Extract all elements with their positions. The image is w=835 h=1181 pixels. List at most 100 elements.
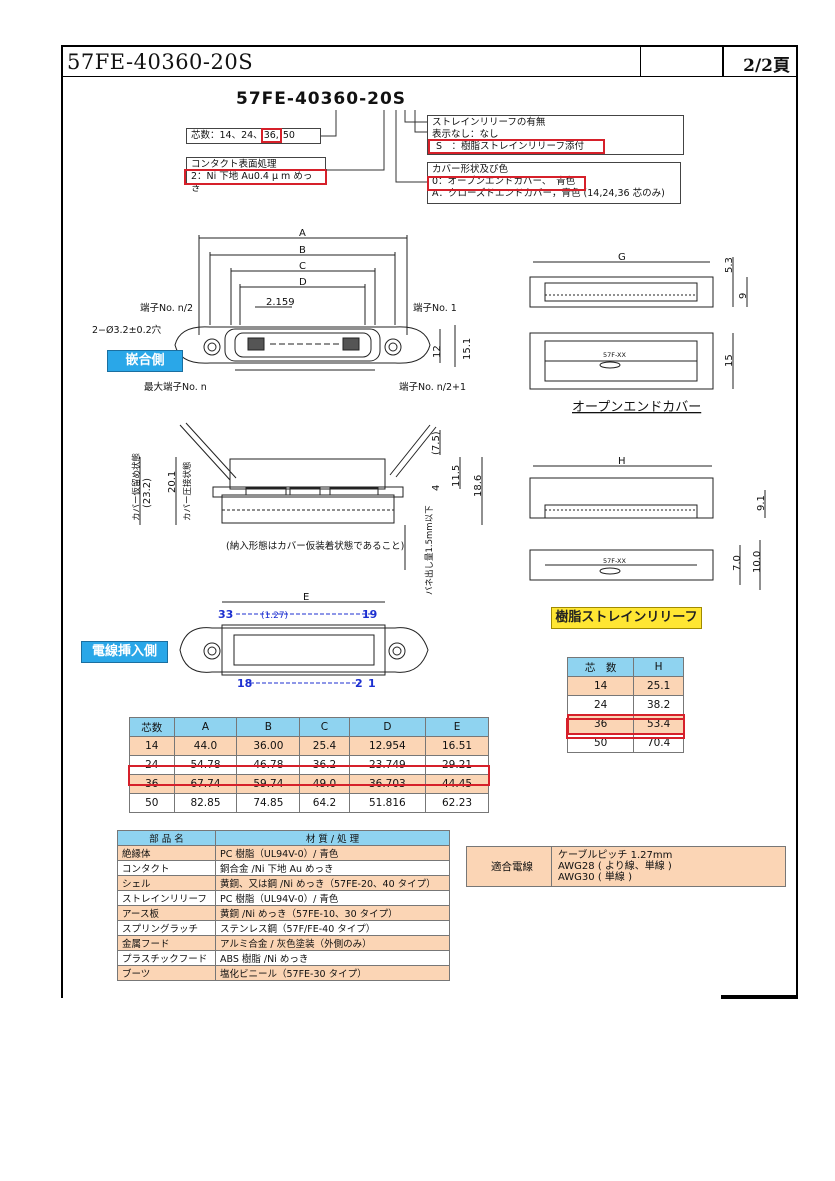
table-row: アース板黄銅 /Ni めっき（57FE-10、30 タイプ） — [117, 905, 450, 921]
dim-11-5: 11.5 — [451, 465, 462, 487]
strain-relief-title: ストレインリリーフの有無 — [432, 117, 546, 128]
dim-table-highlight — [128, 765, 490, 786]
part-code: 57FE-40360-20S — [236, 89, 407, 109]
wire-pitch: ケーブルピッチ 1.27mm — [558, 850, 673, 861]
dim-9-1: 9.1 — [756, 495, 767, 511]
dim-7-0: 7.0 — [732, 555, 743, 571]
dim-table-header: 芯数 — [129, 717, 175, 737]
cover-box: カバー形状及び色 0：オープンエンドカバー、 青色 A：クローズドエンドカバー，… — [427, 162, 681, 204]
dim-table-header: B — [236, 717, 301, 737]
material-header-part: 部 品 名 — [117, 830, 216, 846]
dim-20-1: 20.1 — [167, 471, 178, 493]
frame-bottom-bar — [721, 995, 798, 999]
pin-18-label: 18 — [237, 677, 252, 690]
pins-selected: 36, — [260, 128, 282, 143]
pins-label: 芯数：14、24、 — [191, 130, 263, 141]
dim-pitch: 2.159 — [266, 297, 295, 308]
h-table-header: 芯 数 — [566, 657, 635, 677]
table-row: ブーツ塩化ビニール（57FE-30 タイプ） — [117, 965, 450, 981]
cover-title: カバー形状及び色 — [432, 164, 509, 175]
wire-table: 適合電線 ケーブルピッチ 1.27mm AWG28 ( より線、単線 ) AWG… — [466, 846, 786, 887]
dim-d: D — [299, 277, 307, 288]
terminal-n2-1-label: 端子No. n/2+1 — [399, 381, 466, 393]
wire-awg30: AWG30 ( 単線 ) — [558, 872, 632, 883]
dim-9: 9 — [738, 293, 749, 299]
terminal-1-label: 端子No. 1 — [413, 302, 457, 314]
dim-7-5: (7.5) — [431, 431, 442, 455]
dim-g: G — [618, 252, 626, 263]
contact-finish-value: 2：Ni 下地 Au0.4 μ m めっき — [191, 171, 313, 194]
terminal-n2-label: 端子No. n/2 — [140, 302, 193, 314]
strain-relief-highlight — [428, 139, 605, 154]
open-end-cover-label: オープンエンドカバー — [572, 400, 701, 415]
document-title: 57FE-40360-20S — [67, 50, 254, 74]
technical-drawing: A B C D 2.159 E G H 12 15.1 5.3 9 15 (7.… — [92, 228, 767, 690]
dim-10-0: 10.0 — [752, 551, 763, 573]
wire-awg28: AWG28 ( より線、単線 ) — [558, 861, 672, 872]
strain-relief-box: ストレインリリーフの有無 表示なし：なし S ：樹脂ストレインリリーフ添付 — [427, 115, 684, 155]
table-row: 金属フードアルミ合金 / 灰色塗装（外側のみ） — [117, 935, 450, 951]
strain-relief-s: S ：樹脂ストレインリリーフ添付 — [436, 141, 584, 152]
dim-15: 15 — [724, 354, 735, 367]
dim-12: 12 — [432, 345, 443, 358]
dim-h: H — [618, 456, 626, 467]
cover-temp-label: カバー仮留め状態 — [131, 453, 142, 521]
title-blank-cell — [640, 47, 722, 76]
dim-15-1: 15.1 — [462, 338, 473, 360]
contact-finish-title: コンタクト表面処理 — [191, 159, 277, 170]
dim-b: B — [299, 245, 306, 256]
cover-open: 0：オープンエンドカバー、 青色 — [432, 176, 576, 187]
cover-open-highlight — [427, 176, 586, 191]
title-row: 57FE-40360-20S 2/2頁 — [61, 45, 798, 77]
pins-box: 芯数：14、24、36, 50 — [186, 128, 321, 144]
cover-press-label: カバー圧接状態 — [182, 461, 193, 521]
cover-mark-2: 57F-XX — [603, 557, 626, 565]
dim-5-3: 5.3 — [724, 257, 735, 273]
table-row: スプリングラッチステンレス鋼（57F/FE-40 タイプ） — [117, 920, 450, 936]
dim-a: A — [299, 228, 306, 239]
h-table-highlight — [566, 718, 685, 739]
cover-mark-1: 57F-XX — [603, 351, 626, 359]
pin-1-label: 1 — [368, 677, 376, 690]
contact-finish-box: コンタクト表面処理 2：Ni 下地 Au0.4 μ m めっき — [186, 157, 326, 194]
pin-19-label: 19 — [362, 608, 377, 621]
pin-2-label: 2 — [355, 677, 363, 690]
dim-table-header: C — [299, 717, 350, 737]
pins-rest: 50 — [282, 130, 295, 141]
code-leader-lines — [321, 110, 427, 183]
dim-4: 4 — [431, 485, 442, 491]
pitch-wire-label: (1.27) — [261, 611, 288, 621]
mating-side-badge: 嵌合側 — [107, 350, 183, 372]
hole-label: 2−Ø3.2±0.2穴 — [92, 324, 162, 336]
burr-note: バネ出し量1.5mm以下 — [424, 505, 435, 595]
pin-33-label: 33 — [218, 608, 233, 621]
dim-e: E — [303, 592, 309, 603]
material-header-material: 材 質 / 処 理 — [215, 830, 450, 846]
wire-side-badge: 電線挿入側 — [81, 641, 168, 663]
dim-23-2: (23.2) — [142, 478, 153, 508]
strain-relief-none: 表示なし：なし — [432, 129, 499, 140]
dim-table-header: D — [348, 717, 427, 737]
cover-closed: A：クローズドエンドカバー，青色 (14,24,36 芯のみ) — [432, 188, 665, 199]
max-terminal-label: 最大端子No. n — [144, 381, 207, 393]
page-number: 2/2頁 — [722, 47, 796, 76]
dim-18-6: 18.6 — [473, 475, 484, 497]
contact-finish-highlight — [184, 169, 327, 185]
table-row: シェル黄銅、又は鋼 /Ni めっき（57FE-20、40 タイプ） — [117, 875, 450, 891]
h-table-header: H — [633, 657, 684, 677]
table-row: コンタクト銅合金 /Ni 下地 Au めっき — [117, 860, 450, 876]
strain-relief-badge: 樹脂ストレインリリーフ — [551, 607, 702, 629]
delivery-note: (納入形態はカバー仮装着状態であること) — [226, 540, 404, 552]
wire-label: 適合電線 — [466, 846, 552, 887]
dim-table-header: A — [173, 717, 238, 737]
dim-c: C — [299, 261, 306, 272]
